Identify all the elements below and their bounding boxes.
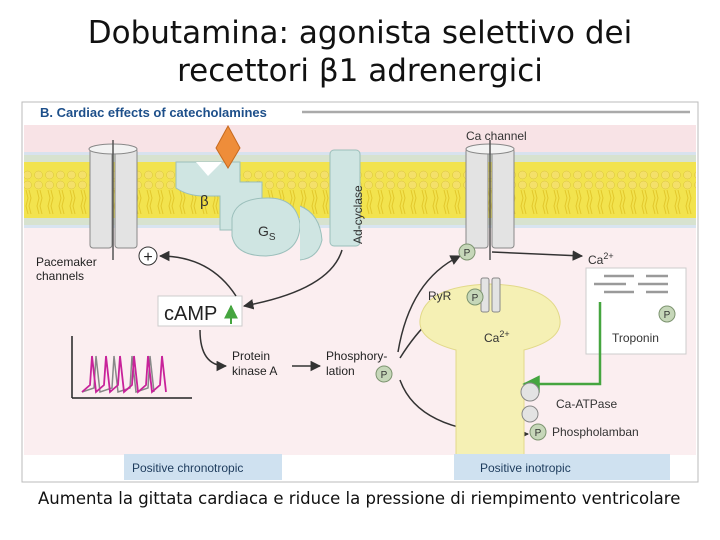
ca-channel-label: Ca channel [466,129,527,143]
title-line-2: recettori β1 adrenergici [177,53,543,89]
gs-label-g: G [258,223,269,239]
camp-label: cAMP [164,303,217,325]
pacemaker-label-2: channels [36,269,84,283]
phospho-dot-ca-channel [458,243,476,261]
phosphorylation-label-2: lation [326,364,355,378]
ryr-channel [480,277,501,313]
title-line-1: Dobutamina: agonista selettivo dei [87,15,633,51]
phospho-dot-troponin-label: P [664,310,671,321]
sarcoplasmic-reticulum [419,283,561,456]
phospho-dot-ca-channel-label: P [464,248,471,259]
ca-atpase-label: Ca-ATPase [556,397,617,411]
phospho-dot-ryr-label: P [472,293,479,304]
ryr-label: RyR [428,289,452,303]
pacemaker-channel [88,140,138,260]
phospho-dot-center [375,365,393,383]
phospho-dot-phospholamban [529,423,547,441]
arrow-camp-to-pacemaker [158,250,237,297]
lower-pink-left [24,225,454,455]
myofilaments [594,274,668,294]
arrow-ac-to-camp [242,249,343,310]
pacemaker-plus-circle [138,246,158,266]
gs-label-subscript: S [269,232,276,243]
green-reuptake-arrow [522,302,602,393]
pacemaker-potential-trace [71,336,192,399]
chronotropic-label: Positive chronotropic [132,461,243,475]
arrow-camp-to-pka [199,329,228,372]
ca-sr-label-ca: Ca [484,331,500,345]
phospho-dot-center-label: P [381,370,388,381]
ca-channel [465,140,515,260]
phospho-dot-troponin [658,305,676,323]
slide-caption: Aumenta la gittata cardiaca e riduce la … [38,489,681,508]
ca-cytosol-label-charge: 2+ [603,251,613,261]
arrow-phos-to-cachannel [397,255,461,353]
inotropic-box [454,454,670,480]
phosphorylation-label-1: Phosphory- [326,349,387,363]
ca-cytosol-label: Ca2+ [588,251,614,267]
pacemaker-plus: + [143,249,152,266]
panel-title: B. Cardiac effects of catecholamines [40,105,267,120]
arrow-cachannel-to-ca-cyto [491,250,584,261]
ca-atpase [520,382,540,402]
phospho-dot-ryr [466,288,484,306]
beta-label: β [200,193,209,210]
ca-cytosol-label-ca: Ca [588,253,604,267]
pacemaker-label-1: Pacemaker [36,255,97,269]
gs-label: GS [258,223,276,243]
chronotropic-box [124,454,282,480]
troponin-label: Troponin [612,331,659,345]
ca-sr-label: Ca2+ [484,329,510,345]
ad-cyclase-label: Ad-cyclase [351,185,365,244]
pka-label-1: Protein [232,349,270,363]
gs-fold [299,205,323,261]
ca-sr-label-charge: 2+ [499,329,509,339]
slide-title: Dobutamina: agonista selettivo dei recet… [0,14,720,90]
inotropic-label: Positive inotropic [480,461,571,475]
phospho-dot-phospholamban-label: P [535,428,542,439]
pka-label-2: kinase A [232,364,277,378]
phospholamban-dot [521,405,539,423]
gs-protein [231,197,301,257]
phospholamban-label: Phospholamban [552,425,639,439]
ad-cyclase [329,149,361,247]
catecholamine-diamond [215,124,241,169]
